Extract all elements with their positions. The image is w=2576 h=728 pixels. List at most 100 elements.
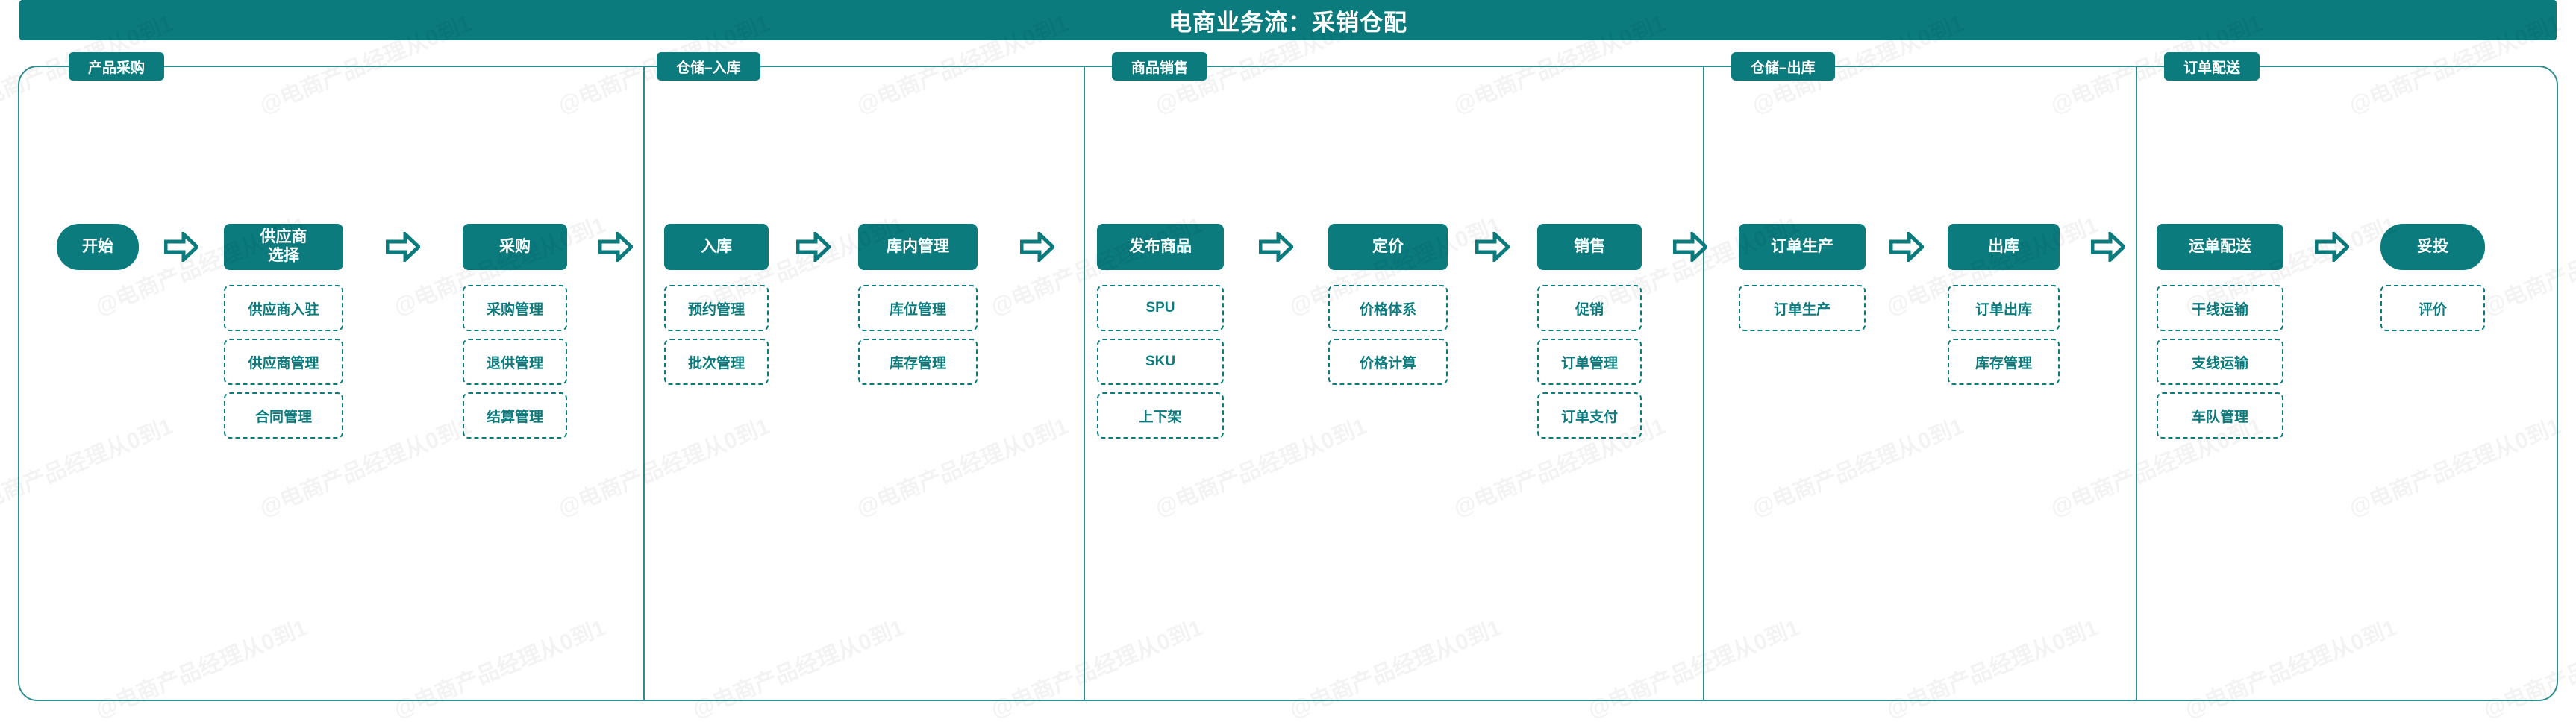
node-waybill-delivery-sub-1[interactable]: 干线运输	[2157, 285, 2283, 331]
node-inbound-sub-2[interactable]: 批次管理	[664, 339, 769, 385]
sub-item-label: SKU	[1145, 354, 1176, 369]
stage-header-stage-product-sales[interactable]: 商品销售	[1112, 52, 1208, 81]
sub-item-label: 价格体系	[1359, 301, 1416, 318]
page-title-banner: 电商业务流：采销仓配	[19, 0, 2557, 40]
sub-item-label: 订单出库	[1975, 301, 2032, 318]
node-purchase-sub-1[interactable]: 采购管理	[463, 285, 567, 331]
sub-item-label: 库位管理	[889, 301, 946, 318]
node-publish-product-sub-1[interactable]: SPU	[1097, 285, 1224, 331]
sub-item-label: 订单管理	[1560, 355, 1618, 371]
sub-item-label: 预约管理	[687, 301, 745, 318]
arrow-right-icon	[796, 232, 831, 262]
sub-item-label: 促销	[1575, 301, 1604, 318]
sub-item-label: 批次管理	[687, 355, 745, 371]
node-sales-sub-1[interactable]: 促销	[1537, 285, 1642, 331]
node-outbound[interactable]: 出库	[1948, 224, 2060, 270]
stage-divider-3	[1703, 66, 1704, 701]
sub-item-label: 结算管理	[486, 409, 543, 425]
node-waybill-delivery[interactable]: 运单配送	[2157, 224, 2283, 270]
sub-item-label: 供应商入驻	[248, 301, 319, 318]
sub-item-label: 干线运输	[2191, 301, 2248, 318]
node-label: 订单生产	[1771, 237, 1833, 255]
sub-item-label: 合同管理	[254, 409, 312, 425]
sub-item-label: 评价	[2418, 301, 2447, 318]
node-supplier-selection-sub-1[interactable]: 供应商入驻	[224, 285, 343, 331]
sub-item-label: 订单生产	[1773, 301, 1831, 318]
node-in-warehouse-mgmt[interactable]: 库内管理	[858, 224, 978, 270]
stage-divider-1	[643, 66, 645, 701]
arrow-right-icon	[1259, 232, 1293, 262]
sub-item-label: 库存管理	[889, 355, 946, 371]
node-inbound[interactable]: 入库	[664, 224, 769, 270]
node-label: 出库	[1988, 237, 2019, 255]
node-label: 开始	[82, 237, 113, 255]
node-label: 库内管理	[887, 237, 949, 255]
stage-header-stage-warehouse-inbound[interactable]: 仓储–入库	[657, 52, 760, 81]
node-delivered[interactable]: 妥投	[2380, 224, 2485, 270]
stage-header-stage-procurement[interactable]: 产品采购	[69, 52, 165, 81]
node-purchase[interactable]: 采购	[463, 224, 567, 270]
node-pricing[interactable]: 定价	[1328, 224, 1448, 270]
node-outbound-sub-1[interactable]: 订单出库	[1948, 285, 2060, 331]
node-sales-sub-2[interactable]: 订单管理	[1537, 339, 1642, 385]
node-supplier-selection[interactable]: 供应商 选择	[224, 224, 343, 270]
node-publish-product-sub-2[interactable]: SKU	[1097, 339, 1224, 385]
node-order-production-sub-1[interactable]: 订单生产	[1739, 285, 1866, 331]
arrow-right-icon	[2315, 232, 2349, 262]
node-in-warehouse-mgmt-sub-1[interactable]: 库位管理	[858, 285, 978, 331]
node-pricing-sub-1[interactable]: 价格体系	[1328, 285, 1448, 331]
node-purchase-sub-2[interactable]: 退供管理	[463, 339, 567, 385]
node-label: 供应商 选择	[260, 228, 307, 264]
stage-header-label: 仓储–入库	[676, 60, 741, 76]
stage-header-stage-order-delivery[interactable]: 订单配送	[2164, 52, 2260, 81]
sub-item-label: 库存管理	[1975, 355, 2032, 371]
node-pricing-sub-2[interactable]: 价格计算	[1328, 339, 1448, 385]
sub-item-label: 支线运输	[2191, 355, 2248, 371]
arrow-right-icon	[164, 232, 198, 262]
sub-item-label: 车队管理	[2191, 409, 2248, 425]
stage-header-label: 仓储–出库	[1751, 60, 1816, 76]
stage-header-stage-warehouse-outbound[interactable]: 仓储–出库	[1731, 52, 1835, 81]
stage-divider-4	[2136, 66, 2137, 701]
node-publish-product[interactable]: 发布商品	[1097, 224, 1224, 270]
node-sales[interactable]: 销售	[1537, 224, 1642, 270]
arrow-right-icon	[386, 232, 420, 262]
sub-item-label: 供应商管理	[248, 355, 319, 371]
arrow-right-icon	[1020, 232, 1054, 262]
arrow-right-icon	[598, 232, 633, 262]
sub-item-label: 退供管理	[486, 355, 543, 371]
arrow-right-icon	[1673, 232, 1707, 262]
node-sales-sub-3[interactable]: 订单支付	[1537, 392, 1642, 439]
node-start[interactable]: 开始	[57, 224, 139, 270]
node-label: 采购	[499, 237, 531, 255]
arrow-right-icon	[1475, 232, 1510, 262]
node-waybill-delivery-sub-3[interactable]: 车队管理	[2157, 392, 2283, 439]
node-order-production[interactable]: 订单生产	[1739, 224, 1866, 270]
node-label: 销售	[1574, 237, 1605, 255]
node-label: 妥投	[2417, 237, 2448, 255]
sub-item-label: 上下架	[1139, 409, 1182, 425]
stage-divider-2	[1084, 66, 1085, 701]
node-publish-product-sub-3[interactable]: 上下架	[1097, 392, 1224, 439]
arrow-right-icon	[1889, 232, 1924, 262]
stage-header-label: 商品销售	[1131, 60, 1189, 76]
node-in-warehouse-mgmt-sub-2[interactable]: 库存管理	[858, 339, 978, 385]
stage-header-label: 产品采购	[88, 60, 146, 76]
node-supplier-selection-sub-2[interactable]: 供应商管理	[224, 339, 343, 385]
sub-item-label: 订单支付	[1560, 409, 1618, 425]
node-delivered-sub-1[interactable]: 评价	[2380, 285, 2485, 331]
node-purchase-sub-3[interactable]: 结算管理	[463, 392, 567, 439]
sub-item-label: 价格计算	[1359, 355, 1416, 371]
node-inbound-sub-1[interactable]: 预约管理	[664, 285, 769, 331]
page-title: 电商业务流：采销仓配	[1169, 9, 1407, 36]
sub-item-label: SPU	[1145, 300, 1175, 316]
arrow-right-icon	[2091, 232, 2125, 262]
node-label: 运单配送	[2189, 237, 2251, 255]
node-waybill-delivery-sub-2[interactable]: 支线运输	[2157, 339, 2283, 385]
sub-item-label: 采购管理	[486, 301, 543, 318]
node-outbound-sub-2[interactable]: 库存管理	[1948, 339, 2060, 385]
node-label: 定价	[1372, 237, 1404, 255]
node-supplier-selection-sub-3[interactable]: 合同管理	[224, 392, 343, 439]
stage-header-label: 订单配送	[2183, 60, 2241, 76]
